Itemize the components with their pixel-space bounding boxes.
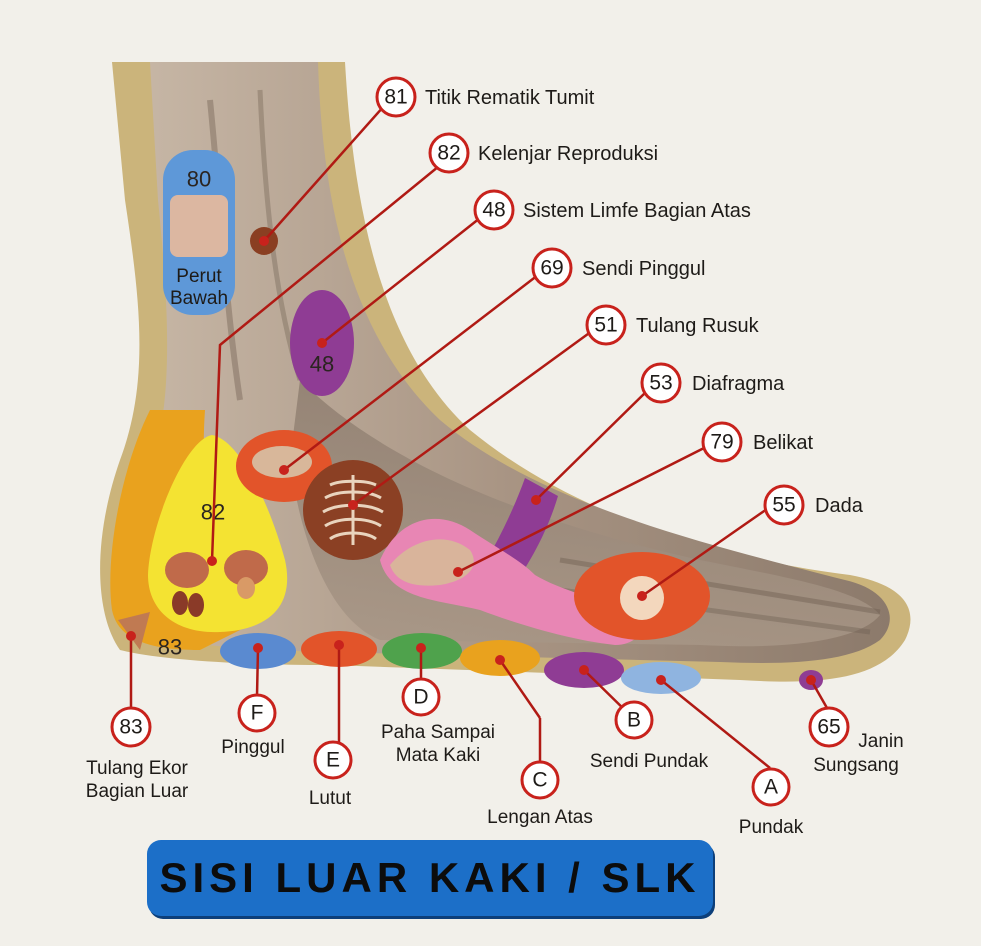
- marker-f: F Pinggul: [221, 693, 285, 758]
- marker-65-number: 65: [817, 716, 840, 739]
- marker-69-label: Sendi Pinggul: [582, 258, 705, 280]
- marker-79-number: 79: [710, 431, 733, 454]
- marker-a: A Pundak: [739, 767, 804, 838]
- marker-48-label: Sistem Limfe Bagian Atas: [523, 200, 751, 222]
- zone-80-label-line1: Perut: [176, 266, 222, 287]
- marker-d-label-line1: Paha Sampai: [381, 722, 495, 743]
- marker-b-label: Sendi Pundak: [590, 751, 709, 772]
- marker-69: 69 Sendi Pinggul: [531, 247, 705, 289]
- marker-81-number: 81: [384, 86, 407, 109]
- leader-lines: [129, 105, 829, 769]
- zone-80-number: 80: [187, 167, 211, 192]
- marker-b: B Sendi Pundak: [590, 700, 709, 772]
- marker-81: 81 Titik Rematik Tumit: [375, 76, 595, 118]
- reproductive-organs-image: [165, 550, 268, 617]
- marker-d: D Paha Sampai Mata Kaki: [381, 677, 495, 766]
- marker-83-number: 83: [119, 716, 142, 739]
- marker-48: 48 Sistem Limfe Bagian Atas: [473, 189, 751, 231]
- marker-c-label: Lengan Atas: [487, 807, 593, 828]
- marker-c: C Lengan Atas: [487, 760, 593, 828]
- marker-65-label-line2: Sungsang: [813, 755, 899, 776]
- marker-55: 55 Dada: [763, 484, 864, 526]
- marker-83: 83 Tulang Ekor Bagian Luar: [86, 706, 189, 802]
- page-title: SISI LUAR KAKI / SLK: [159, 854, 701, 901]
- marker-82: 82 Kelenjar Reproduksi: [428, 132, 658, 174]
- marker-51: 51 Tulang Rusuk: [585, 304, 760, 346]
- marker-82-number: 82: [437, 142, 460, 165]
- marker-c-letter: C: [532, 769, 547, 792]
- target-dots: [126, 236, 816, 685]
- marker-d-label-line2: Mata Kaki: [396, 745, 480, 766]
- marker-79: 79 Belikat: [701, 421, 813, 463]
- marker-f-label: Pinggul: [221, 737, 284, 758]
- marker-81-label: Titik Rematik Tumit: [425, 87, 595, 109]
- marker-82-label: Kelenjar Reproduksi: [478, 143, 658, 165]
- zone-80-label-line2: Bawah: [170, 288, 228, 309]
- marker-b-letter: B: [627, 709, 641, 732]
- marker-55-label: Dada: [815, 495, 864, 517]
- marker-51-number: 51: [594, 314, 617, 337]
- marker-83-label-line1: Tulang Ekor: [86, 758, 188, 779]
- marker-53-label: Diafragma: [692, 373, 785, 395]
- marker-79-label: Belikat: [753, 432, 813, 454]
- marker-51-label: Tulang Rusuk: [636, 315, 760, 337]
- marker-83-label-line2: Bagian Luar: [86, 781, 189, 802]
- marker-65-label-line1: Janin: [858, 731, 903, 752]
- marker-53-number: 53: [649, 372, 672, 395]
- hip-bone-image: [252, 446, 312, 478]
- title-banner: SISI LUAR KAKI / SLK: [147, 840, 713, 916]
- marker-e: E Lutut: [309, 740, 353, 809]
- marker-e-letter: E: [326, 749, 340, 772]
- marker-f-letter: F: [251, 702, 264, 725]
- marker-e-label: Lutut: [309, 788, 352, 809]
- marker-55-number: 55: [772, 494, 795, 517]
- marker-48-number: 48: [482, 199, 505, 222]
- zone-83-number: 83: [158, 635, 182, 660]
- marker-69-number: 69: [540, 257, 563, 280]
- marker-65: 65 Janin Sungsang: [808, 706, 904, 776]
- coccyx-image: [118, 612, 150, 650]
- zone-80-abdomen-image: [170, 195, 228, 257]
- scapula-image: [390, 539, 474, 586]
- zone-48-number: 48: [310, 352, 334, 377]
- marker-53: 53 Diafragma: [640, 362, 785, 404]
- marker-d-letter: D: [413, 686, 428, 709]
- marker-a-label: Pundak: [739, 817, 804, 838]
- marker-a-letter: A: [764, 776, 778, 799]
